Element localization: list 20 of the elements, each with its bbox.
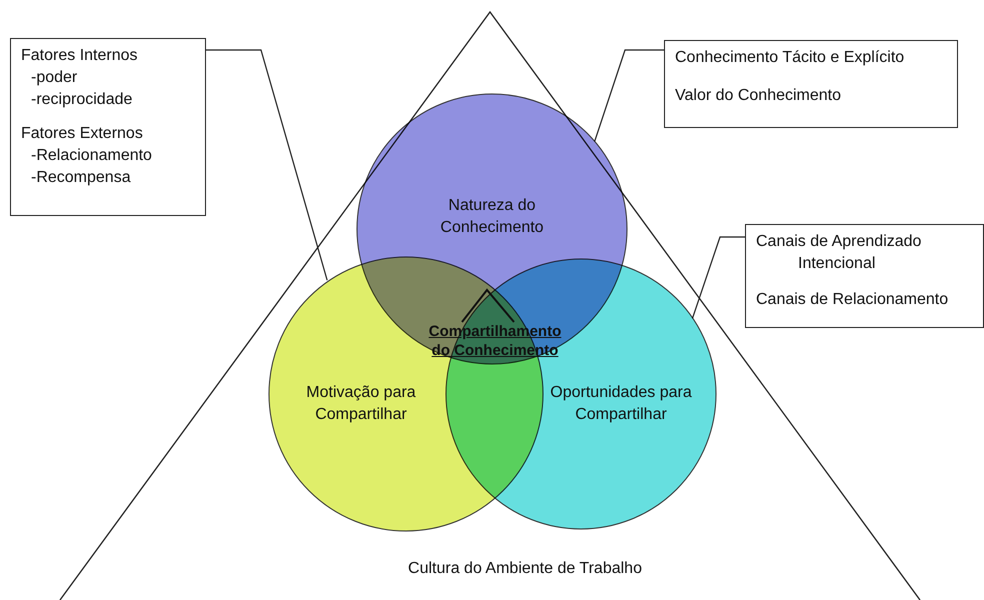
triangle-label: Cultura do Ambiente de Trabalho [407,559,643,579]
callout-text: Canais de Relacionamento [756,290,948,310]
callout-text: Canais de Aprendizado Intencional [756,232,922,274]
callout-text: Fatores Externos [21,124,143,144]
leader-line [692,236,745,319]
callout-text: -poder [31,68,78,88]
leader-line [206,49,328,280]
callout-text: Conhecimento Tácito e Explícito [675,48,904,68]
callout-text: -Relacionamento [31,146,152,166]
callout-text: -reciprocidade [31,90,132,110]
leader-line [594,49,664,142]
callout-box [10,38,206,216]
callout-box [664,40,958,128]
circle-label: Motivação para Compartilhar [305,383,417,425]
circle-label: Natureza do Conhecimento [439,196,545,238]
callout-text: Valor do Conhecimento [675,86,842,106]
callout-text: -Recompensa [31,168,131,188]
callout-text: Fatores Internos [21,46,138,66]
callout-box [745,224,984,328]
circle-label: Oportunidades para Compartilhar [549,383,693,425]
